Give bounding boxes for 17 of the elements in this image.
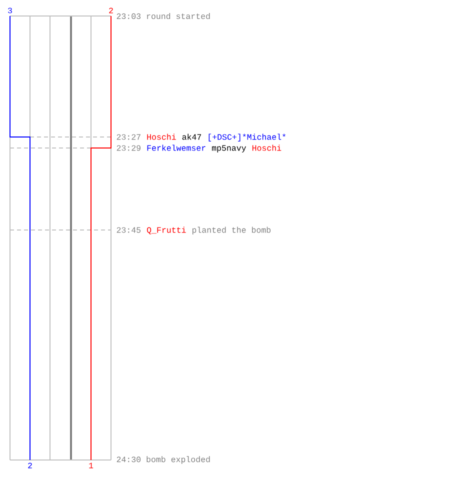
event-label: 23:03 round started xyxy=(116,12,210,20)
player-count: 2 xyxy=(28,462,32,468)
player-name: Hoschi xyxy=(147,134,176,140)
event-label: 24:30 bomb exploded xyxy=(116,456,210,464)
weapon-label: ak47 xyxy=(182,134,201,140)
time-label: 23:29 xyxy=(116,145,140,151)
player-name: Q_Frutti xyxy=(146,226,186,234)
weapon-label: mp5navy xyxy=(212,145,246,152)
player-name: Hoschi xyxy=(252,144,282,151)
player-count: 1 xyxy=(89,462,94,468)
player-count: 3 xyxy=(8,8,12,14)
event-label: planted the bomb xyxy=(192,226,271,234)
time-label: 23:45 xyxy=(116,227,141,233)
player-name: Ferkelwemser xyxy=(147,144,206,151)
player-name: [+DSC+]*Michael* xyxy=(208,134,286,142)
time-label: 23:27 xyxy=(116,134,140,140)
player-count: 2 xyxy=(109,8,113,14)
